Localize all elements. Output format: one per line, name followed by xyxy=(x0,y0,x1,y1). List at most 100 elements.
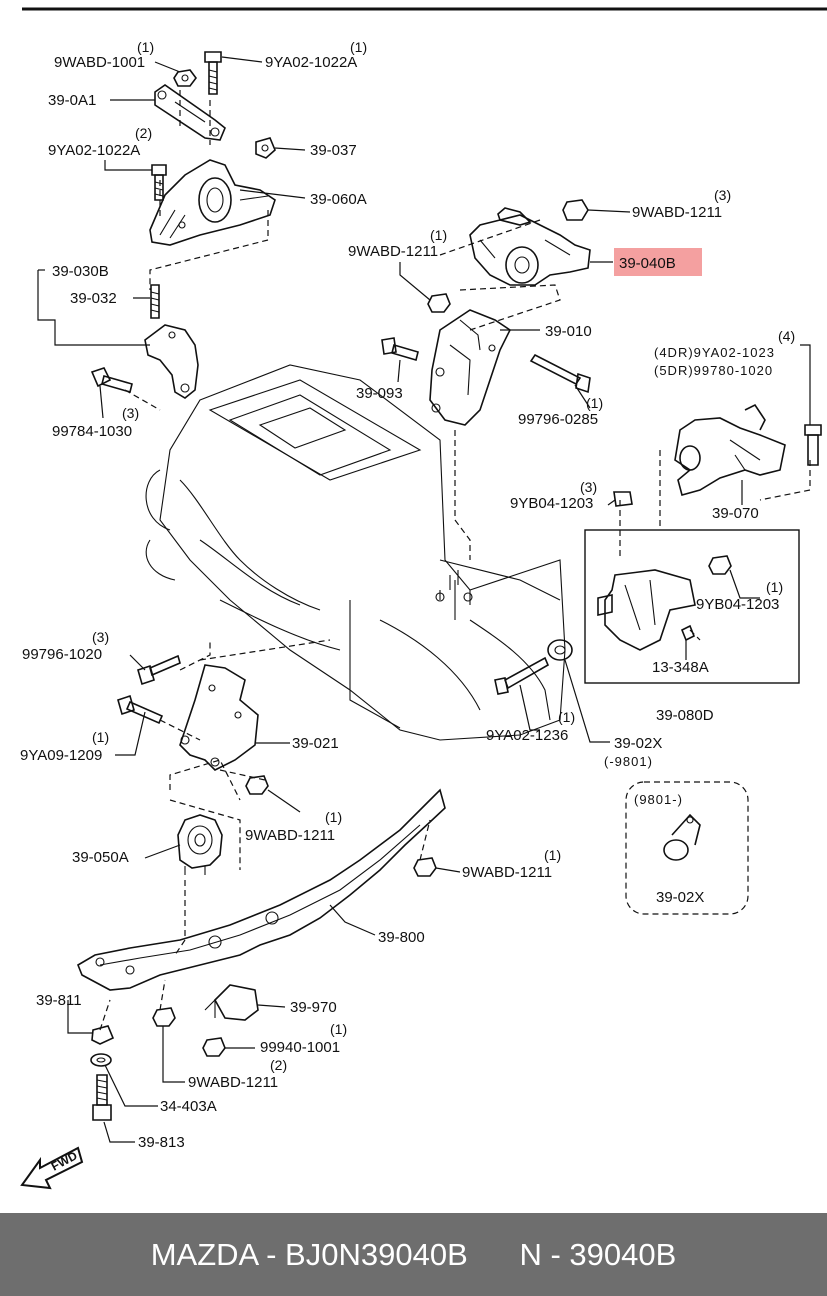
callout-label: 13-348A xyxy=(652,659,709,676)
callout-label: (5DR)99780-1020 xyxy=(654,363,773,378)
callout-label: 9WABD-1001 xyxy=(54,54,145,71)
callout-label: 99796-0285 xyxy=(518,411,598,428)
callout-qty: (1) xyxy=(330,1021,347,1037)
callout-label-highlighted: 39-040B xyxy=(619,255,676,272)
parts-diagram: FWD xyxy=(20,7,827,1190)
callout-label: 39-037 xyxy=(310,142,357,159)
footer-spacer xyxy=(468,1237,520,1273)
nut-99940-1001 xyxy=(202,1037,226,1057)
assembly-dash-lines xyxy=(99,90,811,1031)
callout-label: 39-070 xyxy=(712,505,759,522)
bolt-99784-1030 xyxy=(90,367,133,393)
footer-part-code: N - 39040B xyxy=(519,1236,677,1272)
callout-qty: (3) xyxy=(714,187,731,203)
callout-label: 39-800 xyxy=(378,929,425,946)
callout-label: 99796-1020 xyxy=(22,646,102,663)
footer-bar: MAZDA - BJ0N39040B N - 39040B xyxy=(0,1213,827,1296)
callout-qty: (1) xyxy=(558,709,575,725)
callout-label: 39-032 xyxy=(70,290,117,307)
callout-label: 9YA02-1022A xyxy=(48,142,140,159)
stud-in-box xyxy=(680,624,696,642)
callout-label: 39-060A xyxy=(310,191,367,208)
callout-qty: (1) xyxy=(92,729,109,745)
callout-label: 39-0A1 xyxy=(48,92,96,109)
callout-label: 39-02X xyxy=(656,889,704,906)
callout-label: 9WABD-1211 xyxy=(188,1074,278,1091)
callout-qty: (3) xyxy=(92,629,109,645)
bracket-39-021 xyxy=(179,664,259,771)
highlight-39-040B xyxy=(614,248,702,276)
bracket-39-010 xyxy=(429,309,512,426)
bolt-99796-1020 xyxy=(137,654,181,686)
callout-label: 39-970 xyxy=(290,999,337,1016)
nut-9WABD-1211-a xyxy=(562,199,589,221)
callout-label: 39-811 xyxy=(36,992,82,1009)
callout-label: (4DR)9YA02-1023 xyxy=(654,345,775,360)
mount-39-040B xyxy=(469,207,591,286)
bolt-9YA02-1236 xyxy=(494,656,550,695)
callout-qty: (1) xyxy=(544,847,561,863)
bolt-39-813 xyxy=(92,1074,112,1121)
collar-39-02X xyxy=(547,639,573,661)
callout-label: 34-403A xyxy=(160,1098,217,1115)
callout-label: 39-021 xyxy=(292,735,339,752)
bracket-13-348A xyxy=(597,569,696,651)
callout-label: 39-010 xyxy=(545,323,592,340)
crossmember-39-800 xyxy=(77,788,446,991)
collar-39-037 xyxy=(255,137,276,159)
bolt-39-093 xyxy=(381,337,419,362)
callout-label: 9YB04-1203 xyxy=(696,596,779,613)
callout-label: (9801-) xyxy=(634,792,683,807)
callout-qty: (1) xyxy=(586,395,603,411)
callout-label: 9WABD-1211 xyxy=(245,827,335,844)
fwd-arrow-icon: FWD xyxy=(20,1146,84,1190)
leader-lines xyxy=(37,56,811,1143)
callout-qty: (1) xyxy=(766,579,783,595)
collar-39-02X-variant xyxy=(663,813,701,861)
callout-label: 9YA09-1209 xyxy=(20,747,102,764)
bolt-9YA02-1022A-mid xyxy=(151,164,167,201)
callout-labels: (1) 9WABD-1001 (1) 9YA02-1022A 39-0A1 (2… xyxy=(20,39,795,1151)
callout-label: 39-030B xyxy=(52,263,109,280)
nut-9WABD-1211-d xyxy=(413,857,437,877)
engine-block xyxy=(145,364,566,741)
mount-39-060A xyxy=(149,159,276,246)
bracket-39-0A1 xyxy=(154,84,226,141)
bolt-9YA09-1209 xyxy=(117,694,164,725)
callout-label: 39-02X xyxy=(614,735,662,752)
callout-label: 39-813 xyxy=(138,1134,185,1151)
callout-label: 99784-1030 xyxy=(52,423,132,440)
callout-qty: (3) xyxy=(122,405,139,421)
callout-label: 39-050A xyxy=(72,849,129,866)
variant-box-9801 xyxy=(625,781,749,915)
callout-qty: (2) xyxy=(135,125,152,141)
callout-qty: (4) xyxy=(778,328,795,344)
bolt-99796-0285 xyxy=(529,353,591,394)
bolt-9YA02-1023 xyxy=(804,424,822,466)
callout-label: 39-080D xyxy=(656,707,714,724)
nut-9YB04-1203-b xyxy=(708,555,732,575)
washer-34-403A xyxy=(90,1053,112,1067)
callout-qty: (2) xyxy=(270,1057,287,1073)
footer-brand-code: MAZDA - BJ0N39040B xyxy=(150,1236,468,1272)
assembly-box-39-080D xyxy=(584,529,800,684)
nut-9WABD-1001 xyxy=(173,69,197,87)
bracket-39-030B xyxy=(144,324,199,399)
nut-9WABD-1211-e xyxy=(152,1007,176,1027)
callout-qty: (1) xyxy=(325,809,342,825)
callout-label: 9WABD-1211 xyxy=(462,864,552,881)
callout-label: 39-093 xyxy=(356,385,403,402)
mount-39-050A xyxy=(177,814,223,875)
callout-label: 9YA02-1022A xyxy=(265,54,357,71)
stud-39-032 xyxy=(150,284,160,319)
mount-39-070 xyxy=(674,403,786,496)
callout-label: 9YA02-1236 xyxy=(486,727,568,744)
collar-39-811 xyxy=(91,1025,115,1045)
callout-label: (-9801) xyxy=(604,754,653,769)
callout-qty: (1) xyxy=(350,39,367,55)
bracket-39-970 xyxy=(204,984,259,1021)
callout-label: 99940-1001 xyxy=(260,1039,340,1056)
callout-label: 9WABD-1211 xyxy=(632,204,722,221)
callout-qty: (3) xyxy=(580,479,597,495)
callout-qty: (1) xyxy=(430,227,447,243)
